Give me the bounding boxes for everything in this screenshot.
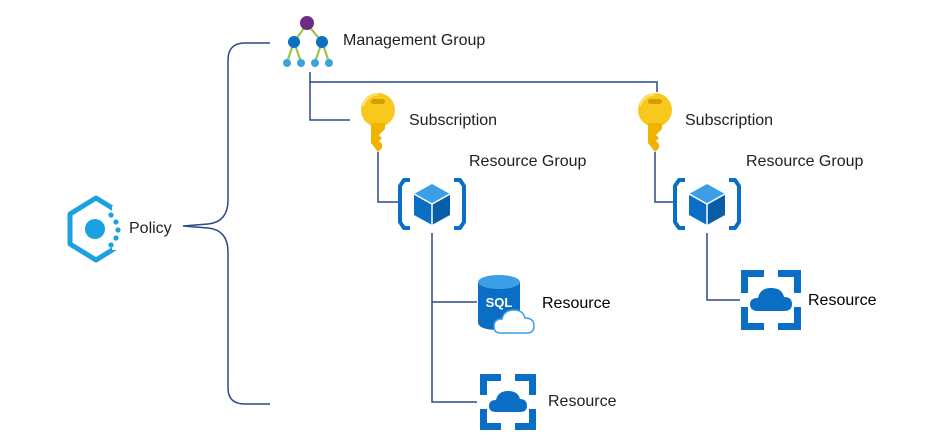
- connector-sub1-rg1: [377, 152, 400, 203]
- subscription-label-2: Subscription: [685, 112, 774, 129]
- connector-mg-sub2: [310, 81, 658, 92]
- resource-group-cube-icon-2: [673, 178, 741, 230]
- resource-group-cube-icon-1: [398, 178, 466, 230]
- connector-sub2-rg2: [654, 152, 675, 203]
- resource-app-label-1: Resource: [548, 393, 617, 410]
- connectors: [182, 42, 740, 405]
- management-group-icon: [283, 16, 333, 67]
- connector-rg1-resources: [431, 233, 477, 403]
- management-group-label: Management Group: [343, 32, 486, 49]
- sql-label: SQL: [486, 295, 513, 310]
- connector-mg-sub1: [309, 72, 350, 121]
- subscription-key-icon-1: [361, 93, 395, 152]
- subscription-key-icon-2: [638, 93, 672, 152]
- app-service-cloud-icon-2: [741, 270, 801, 330]
- policy-brace: [182, 42, 270, 405]
- resource-sql-label: Resource: [542, 295, 611, 312]
- subscription-label-1: Subscription: [409, 112, 498, 129]
- resource-app-label-2: Resource: [808, 292, 877, 309]
- app-service-cloud-icon-1: [480, 374, 536, 430]
- policy-icon: [67, 195, 126, 263]
- policy-label: Policy: [129, 220, 172, 237]
- sql-database-icon: SQL: [478, 275, 535, 334]
- connector-rg2-resource: [706, 233, 740, 301]
- resource-group-label-1: Resource Group: [469, 153, 587, 170]
- resource-group-label-2: Resource Group: [746, 153, 864, 170]
